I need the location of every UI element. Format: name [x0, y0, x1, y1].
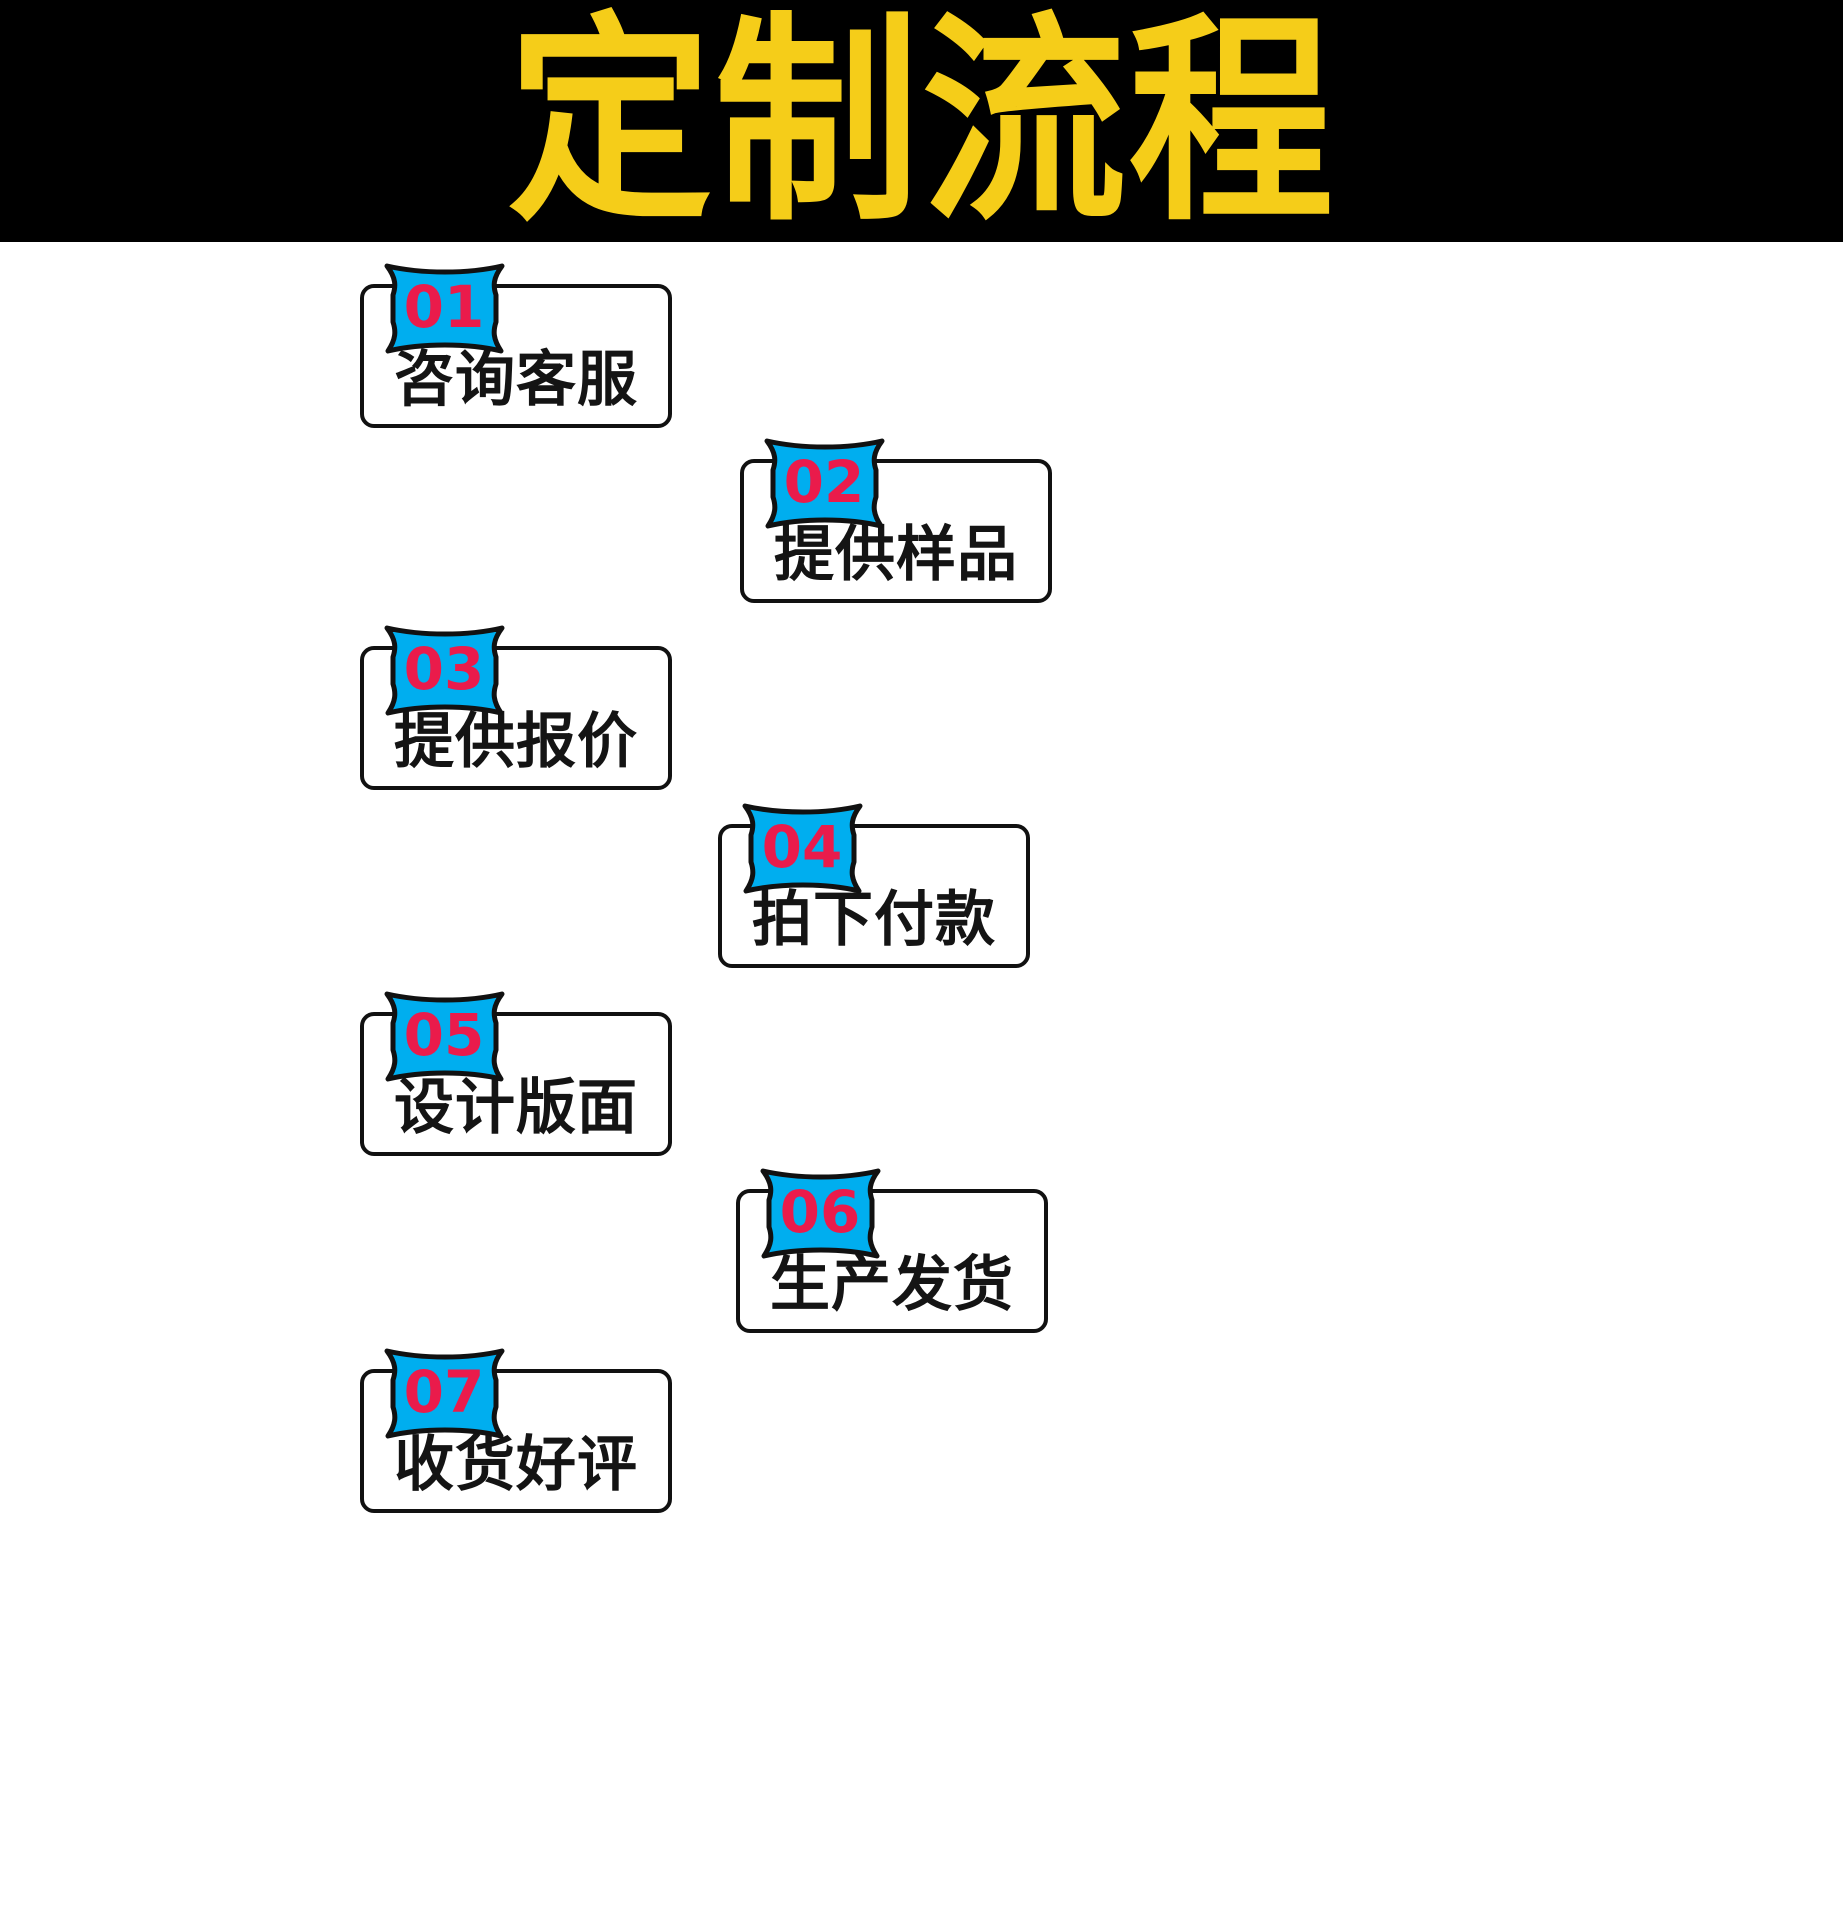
step-label: 拍下付款 — [752, 885, 996, 955]
step-number-badge: 01 — [382, 262, 506, 354]
step-number-text: 06 — [779, 1178, 861, 1246]
step-number-text: 05 — [403, 1001, 485, 1069]
step-card — [736, 1189, 1048, 1333]
badge-ribbon-shape — [384, 625, 505, 716]
step-label: 提供样品 — [774, 520, 1018, 590]
step-number-text: 07 — [403, 1358, 485, 1426]
step-label: 设计版面 — [394, 1073, 638, 1143]
badge-ribbon-shape — [384, 1348, 505, 1439]
step-card — [740, 459, 1052, 603]
step-number-badge: 06 — [758, 1167, 882, 1259]
step-number-text: 04 — [761, 813, 843, 881]
step-card — [360, 646, 672, 790]
step-number-badge: 05 — [382, 990, 506, 1082]
step-label: 收货好评 — [394, 1430, 638, 1500]
step-number-badge: 02 — [762, 437, 886, 529]
badge-ribbon-shape — [764, 438, 885, 529]
step-label: 提供报价 — [394, 707, 638, 777]
step-label: 咨询客服 — [394, 345, 638, 415]
step-label: 生产发货 — [770, 1250, 1014, 1320]
step-number-text: 01 — [403, 273, 485, 341]
step-number-badge: 07 — [382, 1347, 506, 1439]
badge-ribbon-shape — [384, 991, 505, 1082]
badge-ribbon-shape — [384, 263, 505, 354]
step-number-badge: 03 — [382, 624, 506, 716]
step-number-badge: 04 — [740, 802, 864, 894]
page-title: 定制流程 — [507, 0, 1336, 251]
badge-ribbon-shape — [742, 803, 863, 894]
header-banner: 定制流程 — [0, 0, 1843, 242]
badge-ribbon-shape — [760, 1168, 881, 1259]
step-number-text: 02 — [783, 448, 865, 516]
step-number-text: 03 — [403, 635, 485, 703]
